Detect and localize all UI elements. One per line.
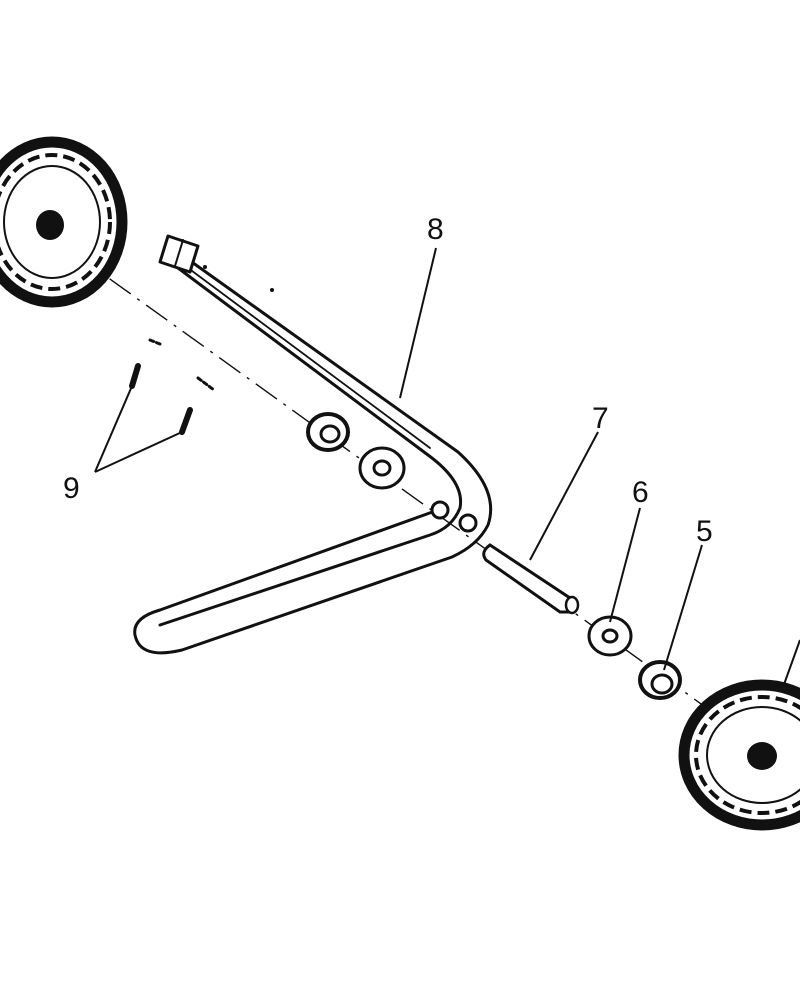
- washer-left: [358, 446, 406, 490]
- left-wheel-hub: [36, 210, 64, 240]
- bushing-right: [638, 660, 682, 700]
- v-frame: [133, 234, 493, 655]
- frame-hole-1: [430, 500, 450, 520]
- label-5: 5: [696, 515, 713, 548]
- right-wheel-hub: [747, 742, 777, 770]
- label-8: 8: [427, 213, 444, 246]
- label-7: 7: [592, 402, 609, 435]
- axis-centerline: [0, 199, 800, 776]
- leader-lines: [94, 247, 703, 671]
- washer-right: [587, 615, 633, 657]
- frame-hole-2: [458, 513, 478, 533]
- label-6: 6: [632, 476, 649, 509]
- right-wheel: [678, 639, 800, 831]
- axle-pin: [482, 543, 580, 615]
- left-wheel: [0, 136, 128, 308]
- label-9: 9: [63, 472, 80, 505]
- spacer-left: [306, 412, 350, 452]
- cotter-pins: [129, 338, 216, 435]
